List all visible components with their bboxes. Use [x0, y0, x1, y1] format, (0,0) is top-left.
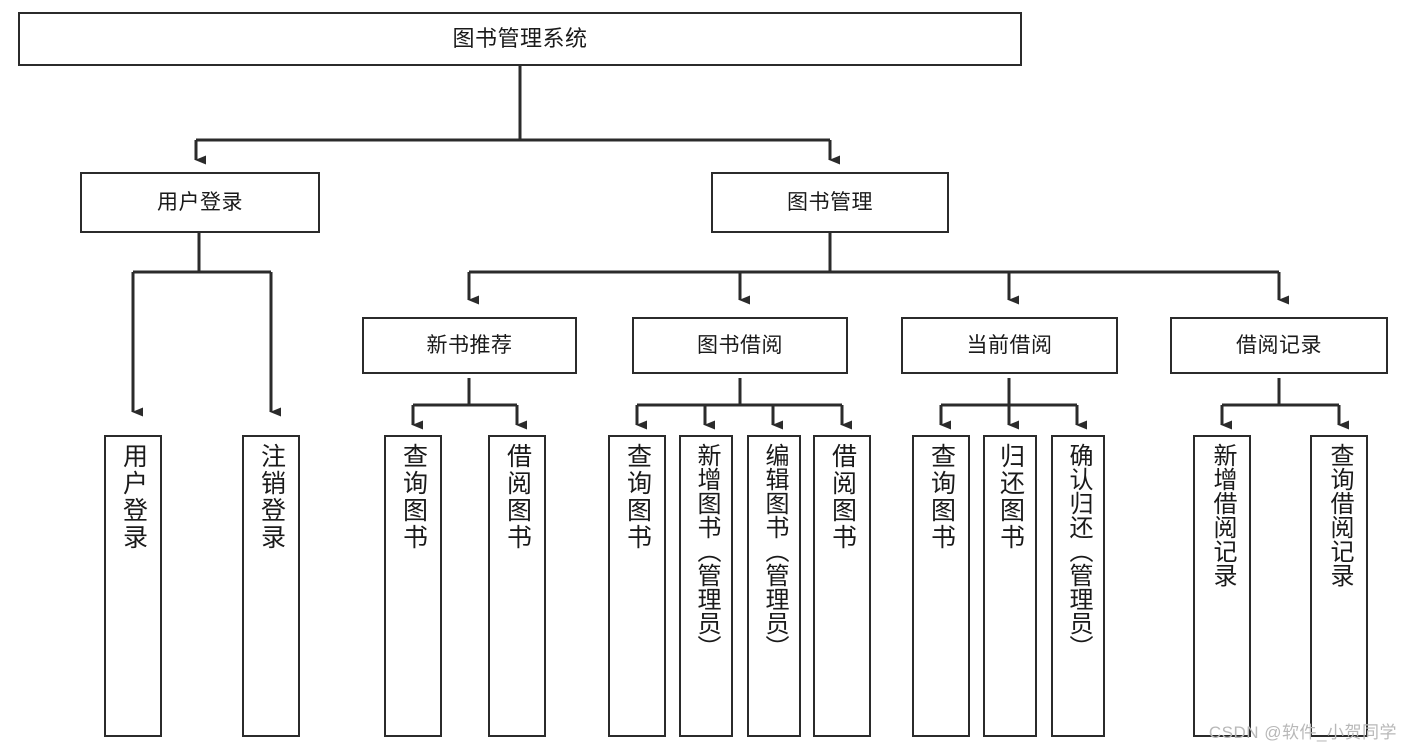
node-leaf-current-borrow-return[interactable]: 归还图书	[983, 435, 1037, 737]
node-leaf-user-login-logout[interactable]: 注销登录	[242, 435, 300, 737]
node-leaf-book-borrow-edit[interactable]: 编辑图书（管理员）	[747, 435, 801, 737]
node-root-book-management-system[interactable]: 图书管理系统	[18, 12, 1022, 66]
csdn-watermark: CSDN @软件_小贺同学	[1208, 723, 1397, 742]
node-leaf-borrow-record-query[interactable]: 查询借阅记录	[1310, 435, 1368, 737]
node-new-book-recommend-label: 新书推荐	[426, 333, 513, 357]
node-borrow-record-label: 借阅记录	[1236, 333, 1322, 357]
node-leaf-borrow-record-add[interactable]: 新增借阅记录	[1193, 435, 1251, 737]
node-book-management-label: 图书管理	[787, 190, 873, 214]
node-book-management[interactable]: 图书管理	[711, 172, 949, 233]
node-leaf-label: 归还图书	[996, 443, 1025, 551]
node-leaf-label: 查询图书	[623, 443, 652, 551]
node-leaf-label: 新增图书（管理员）	[693, 443, 720, 659]
node-borrow-record[interactable]: 借阅记录	[1170, 317, 1388, 374]
node-leaf-book-borrow-query[interactable]: 查询图书	[608, 435, 666, 737]
node-leaf-label: 借阅图书	[828, 443, 857, 551]
node-leaf-label: 查询借阅记录	[1326, 443, 1353, 587]
node-leaf-book-borrow-borrow[interactable]: 借阅图书	[813, 435, 871, 737]
node-leaf-current-borrow-confirm[interactable]: 确认归还（管理员）	[1051, 435, 1105, 737]
node-leaf-label: 注销登录	[257, 443, 286, 551]
node-book-borrow[interactable]: 图书借阅	[632, 317, 848, 374]
node-current-borrow-label: 当前借阅	[966, 333, 1053, 357]
node-leaf-user-login-login[interactable]: 用户登录	[104, 435, 162, 737]
node-leaf-new-book-borrow[interactable]: 借阅图书	[488, 435, 546, 737]
node-root-label: 图书管理系统	[452, 25, 588, 51]
node-leaf-label: 查询图书	[927, 443, 956, 551]
node-leaf-book-borrow-add[interactable]: 新增图书（管理员）	[679, 435, 733, 737]
node-leaf-label: 查询图书	[399, 443, 428, 551]
node-leaf-new-book-query[interactable]: 查询图书	[384, 435, 442, 737]
node-leaf-current-borrow-query[interactable]: 查询图书	[912, 435, 970, 737]
node-new-book-recommend[interactable]: 新书推荐	[362, 317, 577, 374]
node-leaf-label: 新增借阅记录	[1209, 443, 1236, 587]
node-leaf-label: 编辑图书（管理员）	[761, 443, 788, 659]
node-leaf-label: 确认归还（管理员）	[1065, 443, 1092, 659]
node-leaf-label: 用户登录	[119, 443, 148, 551]
node-user-login[interactable]: 用户登录	[80, 172, 320, 233]
node-current-borrow[interactable]: 当前借阅	[901, 317, 1118, 374]
node-book-borrow-label: 图书借阅	[697, 333, 783, 357]
node-leaf-label: 借阅图书	[503, 443, 532, 551]
node-user-login-label: 用户登录	[157, 190, 243, 214]
